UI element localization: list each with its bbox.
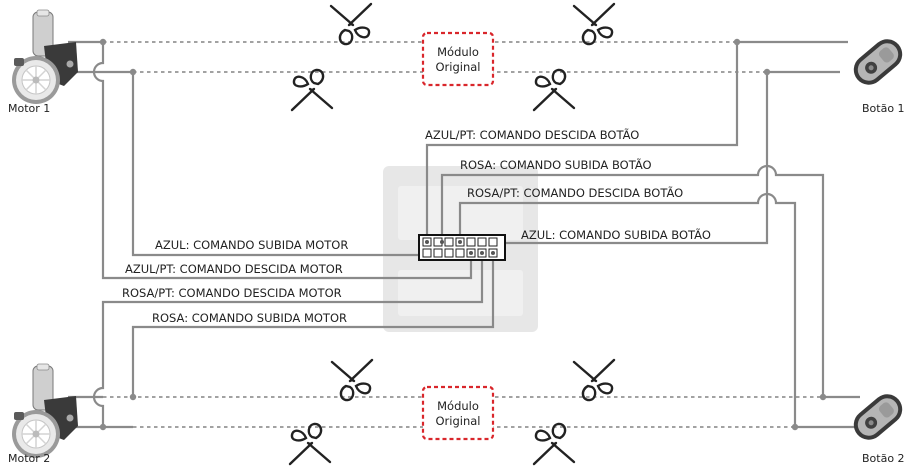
motor-icon: [11, 9, 79, 105]
wire-labels: AZUL/PT: COMANDO DESCIDA BOTÃO ROSA: COM…: [122, 127, 711, 325]
scissors-icon: [572, 2, 616, 46]
motor-1-label: Motor 1: [8, 102, 50, 115]
motor-1: Motor 1: [8, 9, 79, 115]
scissors-icon: [572, 358, 616, 402]
scissors-icon: [532, 422, 576, 466]
connector-icon: [418, 234, 506, 261]
switch-button-icon: [847, 33, 909, 91]
button-1: Botão 1: [847, 33, 909, 115]
signal-wires: [68, 40, 860, 429]
label-rosa-pt-button: ROSA/PT: COMANDO DESCIDA BOTÃO: [467, 185, 683, 200]
label-azul-button: AZUL: COMANDO SUBIDA BOTÃO: [521, 227, 711, 242]
motor-icon: [11, 363, 79, 459]
module-bottom-line2: Original: [435, 414, 480, 428]
label-azul-pt-motor: AZUL/PT: COMANDO DESCIDA MOTOR: [125, 262, 343, 276]
motor-2: Motor 2: [8, 363, 79, 465]
scissors-icon: [329, 2, 373, 46]
module-bottom-line1: Módulo: [437, 399, 479, 413]
scissors-icon: [290, 68, 334, 112]
button-2-label: Botão 2: [862, 452, 905, 465]
scissors-icon: [532, 68, 576, 112]
label-rosa-motor: ROSA: COMANDO SUBIDA MOTOR: [152, 311, 347, 325]
label-rosa-pt-motor: ROSA/PT: COMANDO DESCIDA MOTOR: [122, 286, 342, 300]
module-original-bottom: Módulo Original: [421, 385, 495, 441]
junction-nodes: [99, 38, 827, 431]
module-top-line1: Módulo: [437, 45, 479, 59]
button-2: Botão 2: [847, 388, 909, 465]
motor-2-label: Motor 2: [8, 452, 50, 465]
scissors-icon: [330, 358, 374, 402]
module-original-top: Módulo Original: [421, 31, 495, 87]
label-azul-pt-button: AZUL/PT: COMANDO DESCIDA BOTÃO: [425, 127, 639, 142]
button-1-label: Botão 1: [862, 102, 905, 115]
label-rosa-button: ROSA: COMANDO SUBIDA BOTÃO: [460, 157, 652, 172]
module-top-line2: Original: [435, 60, 480, 74]
label-azul-motor: AZUL: COMANDO SUBIDA MOTOR: [155, 238, 348, 252]
scissors-icon: [288, 422, 332, 466]
